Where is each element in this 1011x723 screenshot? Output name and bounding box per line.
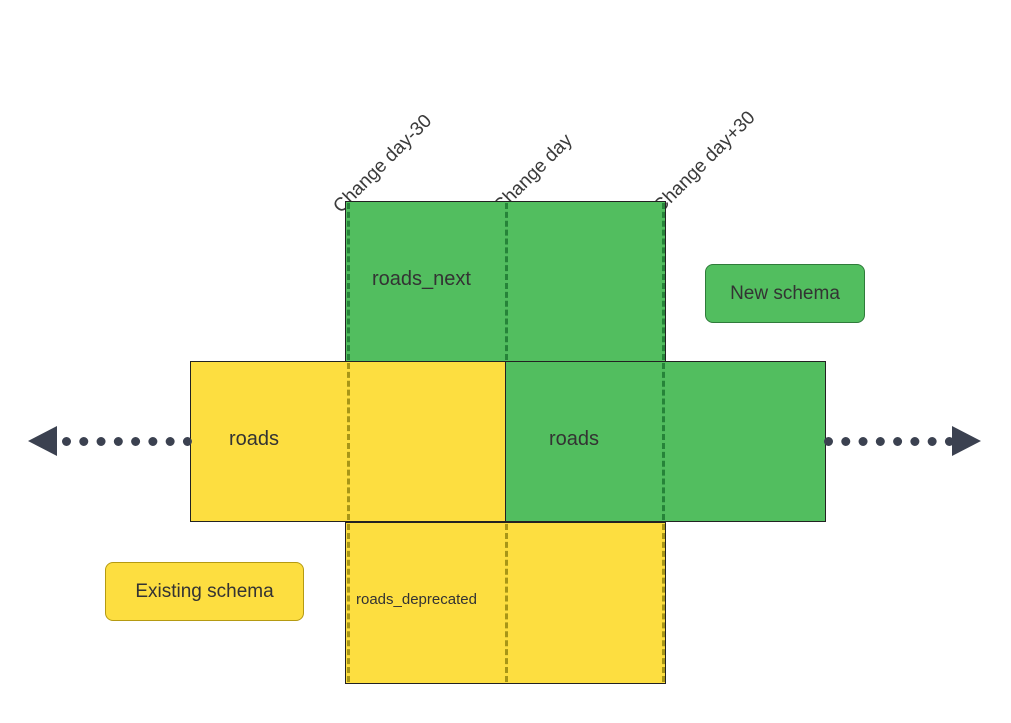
dashline-change-day-minus-30-bottom	[347, 524, 350, 682]
timeline-arrow-left-head	[28, 426, 57, 456]
timeline-dotted-line-right	[824, 437, 954, 446]
block-roads-new	[505, 361, 826, 522]
timeline-dotted-line-left	[62, 437, 192, 446]
dashline-change-day-top	[505, 203, 508, 360]
dashline-change-day-minus-30-middle	[347, 363, 350, 520]
legend-new-schema-label: New schema	[730, 282, 840, 304]
dashline-change-day-bottom	[505, 524, 508, 682]
dashline-change-day-plus-30-top	[662, 203, 665, 360]
legend-existing-schema-label: Existing schema	[135, 580, 274, 602]
legend-new-schema: New schema	[705, 264, 865, 323]
dashline-change-day-minus-30-top	[347, 203, 350, 360]
dashline-change-day-plus-30-middle	[662, 363, 665, 520]
axis-caption-change-day-plus-30: Change day+30	[649, 107, 760, 218]
legend-existing-schema: Existing schema	[105, 562, 304, 621]
block-label-roads-next: roads_next	[372, 268, 471, 290]
block-label-roads-deprecated: roads_deprecated	[356, 591, 477, 608]
block-label-roads-new: roads	[549, 428, 600, 450]
timeline-arrow-right-head	[952, 426, 981, 456]
block-label-roads-existing: roads	[229, 428, 280, 450]
dashline-change-day-plus-30-bottom	[662, 524, 665, 682]
